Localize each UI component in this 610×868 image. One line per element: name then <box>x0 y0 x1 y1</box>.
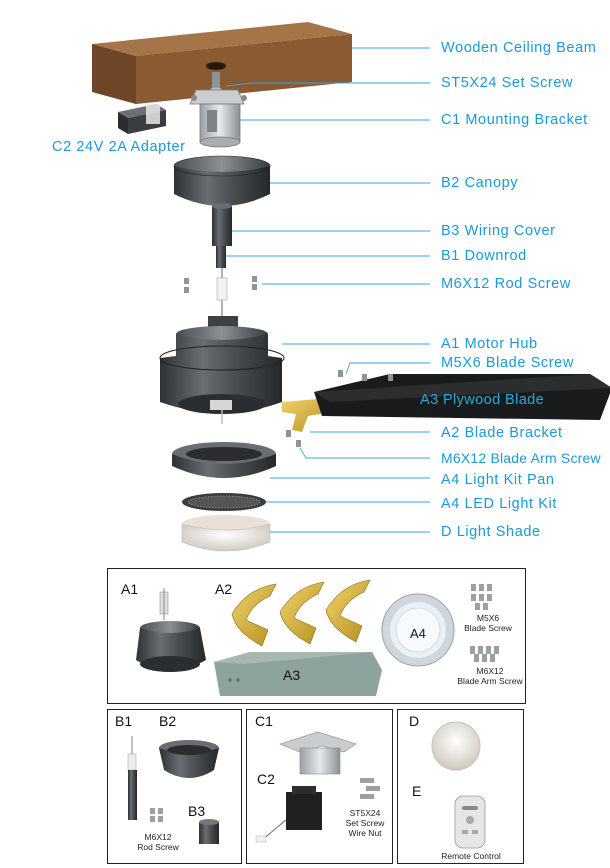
box-a-parts <box>136 579 499 696</box>
box-b-parts <box>127 736 219 844</box>
light-kit-pan-illustration <box>172 442 276 478</box>
rod-screws-illustration <box>184 276 257 293</box>
part-label-a3: A3 <box>283 667 301 683</box>
parts-box-b <box>107 709 242 864</box>
downrod-illustration <box>216 246 228 320</box>
part-label-e: E <box>412 783 422 799</box>
callout-rod-screw: M6X12 Rod Screw <box>441 276 571 292</box>
callout-mounting-bracket: C1 Mounting Bracket <box>441 112 588 128</box>
part-label-d: D <box>409 713 420 729</box>
parts-box-a <box>107 568 526 704</box>
adapter-illustration <box>118 104 166 134</box>
plywood-blade-illustration <box>314 374 610 420</box>
callout-light-shade: D Light Shade <box>441 524 541 540</box>
motor-hub-illustration <box>159 316 285 424</box>
canopy-illustration <box>173 155 271 206</box>
callout-wiring-cover: B3 Wiring Cover <box>441 223 556 239</box>
light-shade-illustration <box>181 515 271 552</box>
box-c-parts <box>255 731 380 843</box>
callout-downrod: B1 Downrod <box>441 248 527 264</box>
callout-blade-bracket: A2 Blade Bracket <box>441 425 563 441</box>
part-label-c1: C1 <box>255 713 273 729</box>
wiring-cover-illustration <box>212 203 232 246</box>
part-label-a1: A1 <box>121 581 139 597</box>
part-label-a4: A4 <box>410 626 426 641</box>
callout-motor-hub: A1 Motor Hub <box>441 336 538 352</box>
caption-remote-control: Remote Control <box>441 851 501 861</box>
wooden-beam-illustration <box>92 22 352 104</box>
callout-wooden-ceiling-beam: Wooden Ceiling Beam <box>441 40 597 56</box>
callout-blade-arm-screw: M6X12 Blade Arm Screw <box>441 450 601 466</box>
blade-screws-illustration <box>338 370 393 381</box>
part-label-a2: A2 <box>215 581 233 597</box>
part-label-c2: C2 <box>257 771 275 787</box>
part-label-b1: B1 <box>115 713 133 729</box>
callout-leaders <box>225 47 430 533</box>
parts-box-d <box>397 709 524 864</box>
callout-plywood-blade: A3 Plywood Blade <box>420 392 545 408</box>
callout-led-light-kit: A4 LED Light Kit <box>441 496 557 512</box>
part-label-b2: B2 <box>159 713 177 729</box>
mounting-bracket-illustration <box>189 89 247 148</box>
callout-light-kit-pan: A4 Light Kit Pan <box>441 472 555 488</box>
parts-box-c <box>246 709 393 864</box>
callout-blade-screw: M5X6 Blade Screw <box>441 355 574 371</box>
blade-arm-screws-illustration <box>286 430 301 447</box>
callout-adapter: C2 24V 2A Adapter <box>52 139 186 155</box>
box-d-parts <box>431 721 486 849</box>
callout-canopy: B2 Canopy <box>441 175 519 191</box>
led-light-kit-illustration <box>182 493 266 511</box>
part-label-b3: B3 <box>188 803 206 819</box>
callout-set-screw: ST5X24 Set Screw <box>441 75 574 91</box>
